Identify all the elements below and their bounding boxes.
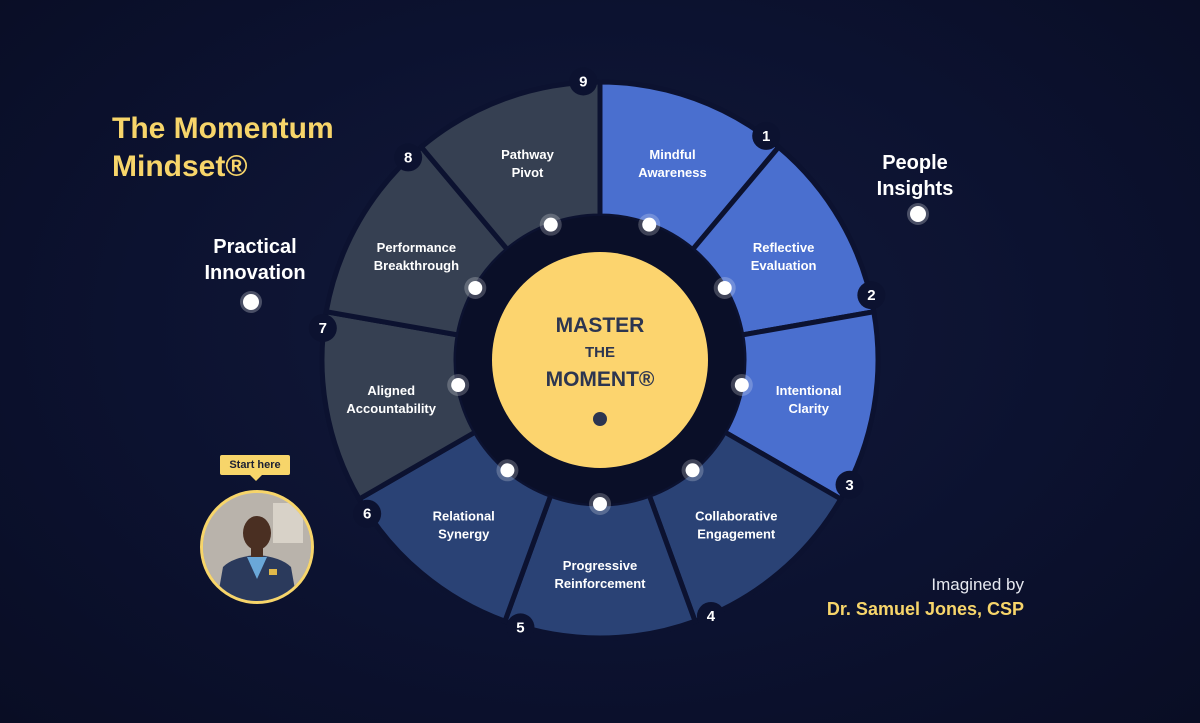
segment-7-hotspot[interactable] (451, 378, 466, 393)
segment-4-label-line-2: Engagement (697, 526, 776, 541)
segment-5-label-line-2: Reinforcement (554, 576, 646, 591)
segment-2-number-badge (857, 281, 886, 310)
practical-innovation-hotspot[interactable] (243, 294, 259, 310)
segment-3-number: 3 (845, 477, 853, 494)
credit: Imagined by Dr. Samuel Jones, CSP (827, 574, 1024, 622)
segment-7-number: 7 (319, 320, 327, 337)
segment-4-label-line-1: Collaborative (695, 508, 777, 523)
center-line-3: MOMENT® (546, 368, 655, 391)
segment-3-label-line-2: Clarity (789, 401, 830, 416)
segment-1-hotspot[interactable] (642, 217, 657, 232)
segment-5-label-line-1: Progressive (563, 558, 637, 573)
page-title: The Momentum Mindset® (112, 112, 334, 183)
segment-4-number: 4 (707, 608, 716, 625)
segment-8-number: 8 (404, 149, 412, 166)
segment-8-label-line-2: Breakthrough (374, 258, 459, 273)
segment-6-hotspot[interactable] (500, 463, 515, 478)
practical-innovation-label: Practical Innovation (204, 236, 306, 284)
segment-7-label-line-2: Accountability (346, 401, 436, 416)
segment-8-number-badge (394, 143, 423, 172)
segment-9-label-line-2: Pivot (512, 165, 544, 180)
segment-4-number-badge (696, 601, 725, 630)
segment-1-number-badge (752, 121, 781, 150)
credit-prefix: Imagined by (931, 575, 1024, 594)
credit-name: Dr. Samuel Jones, CSP (826, 599, 1024, 619)
segment-2-hotspot[interactable] (717, 281, 732, 295)
segment-9-hotspot[interactable] (543, 217, 558, 232)
people-insights-hotspot[interactable] (910, 206, 926, 222)
segment-6-label-line-2: Synergy (438, 526, 490, 541)
segment-1-number: 1 (762, 128, 770, 145)
segment-3-number-badge (835, 470, 864, 499)
segment-3-label-line-1: Intentional (776, 383, 842, 398)
segment-9-label-line-1: Pathway (501, 147, 555, 162)
center-dot[interactable] (593, 412, 607, 426)
segment-5-number: 5 (516, 619, 524, 636)
segment-2-label-line-2: Evaluation (751, 258, 817, 273)
segment-1-label-line-2: Awareness (638, 165, 706, 180)
segment-9-number-badge (569, 67, 598, 96)
start-here-badge[interactable]: Start here (220, 455, 290, 481)
segment-7-number-badge (308, 314, 337, 343)
segment-5-hotspot[interactable] (593, 497, 607, 511)
segment-8-hotspot[interactable] (468, 281, 483, 295)
segment-2-label-line-1: Reflective (753, 240, 814, 255)
people-insights-label: People Insights (876, 152, 954, 200)
segment-3-hotspot[interactable] (734, 378, 749, 393)
presenter-photo (203, 493, 311, 601)
segment-1-label-line-1: Mindful (649, 147, 695, 162)
segment-8-label-line-1: Performance (377, 240, 456, 255)
segment-5-number-badge (506, 613, 535, 642)
segment-4-hotspot[interactable] (685, 463, 700, 478)
segment-6-label-line-1: Relational (433, 508, 495, 523)
segment-2-number: 2 (867, 287, 875, 304)
segment-6-number: 6 (363, 506, 371, 523)
center-line-1: MASTER (556, 314, 645, 337)
segment-6-number-badge (353, 499, 382, 528)
center-line-2: THE (585, 344, 615, 361)
segment-9-number: 9 (579, 74, 587, 91)
center-circle[interactable] (492, 252, 708, 468)
segment-7-label-line-1: Aligned (367, 383, 415, 398)
presenter-avatar[interactable] (200, 490, 314, 604)
